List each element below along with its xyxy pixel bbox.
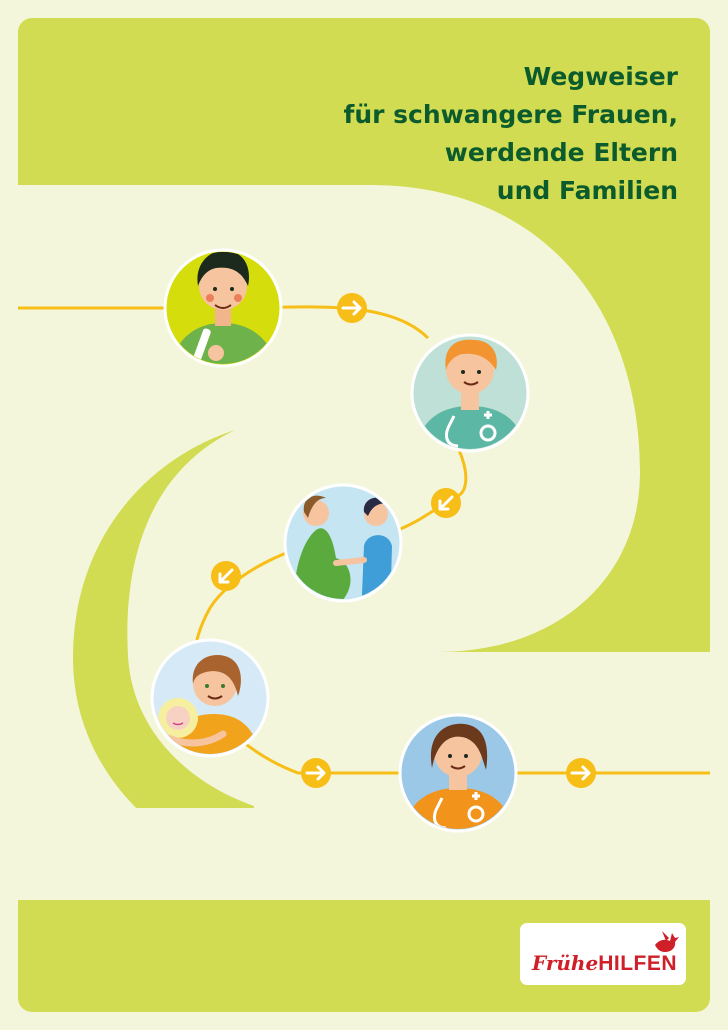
arrow-right-icon <box>301 758 331 788</box>
illustration <box>18 185 710 900</box>
cover-page: Wegweiser für schwangere Frauen, werdend… <box>18 18 710 1012</box>
bird-icon <box>655 931 679 952</box>
road-right-green-corner <box>370 185 710 652</box>
logo-text-hilfen: HILFEN <box>598 952 678 975</box>
logo-text-fruehe: Frühe <box>532 951 599 975</box>
title-line: Wegweiser <box>523 62 678 91</box>
arrow-down-left-icon <box>431 488 461 518</box>
title-line: für schwangere Frauen, <box>343 100 678 129</box>
logo-wordmark: FrüheHILFEN <box>532 950 677 977</box>
fruehe-hilfen-logo: FrüheHILFEN <box>520 923 686 985</box>
page-title: Wegweiser für schwangere Frauen, werdend… <box>343 58 678 210</box>
step-mother-baby <box>150 638 270 758</box>
arrow-down-left-icon <box>211 561 241 591</box>
arrow-right-icon <box>566 758 596 788</box>
step-pediatrician <box>398 713 518 833</box>
mother-with-baby-icon <box>158 655 263 754</box>
arrow-right-icon <box>337 293 367 323</box>
person-with-pregnancy-test-icon <box>168 252 279 364</box>
step-pregnancy-test <box>163 248 283 368</box>
title-line: werdende Eltern <box>444 138 678 167</box>
road-bend <box>18 430 378 900</box>
title-line: und Familien <box>496 176 678 205</box>
